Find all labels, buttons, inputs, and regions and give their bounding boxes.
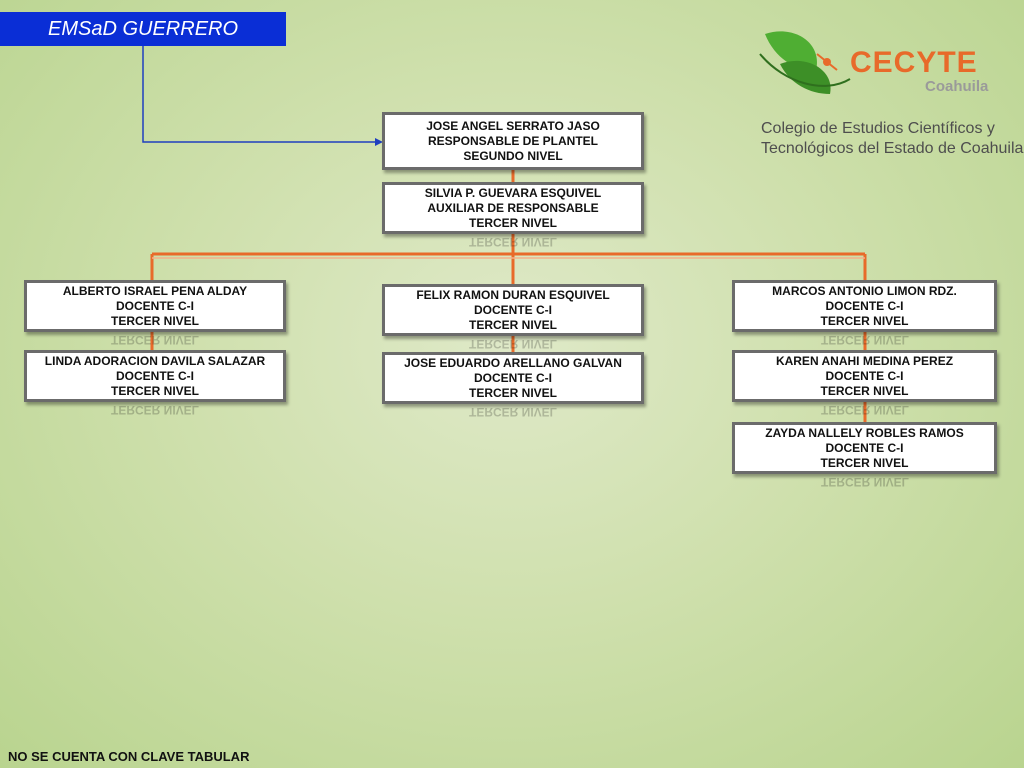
reflection-center-2: TERCER NIVEL bbox=[468, 405, 557, 419]
node-name: JOSE ANGEL SERRATO JASO bbox=[426, 118, 600, 133]
node-level: SEGUNDO NIVEL bbox=[463, 148, 563, 163]
node-level: TERCER NIVEL bbox=[468, 215, 557, 230]
node-level: TERCER NIVEL bbox=[820, 383, 909, 398]
reflection-left-2: TERCER NIVEL bbox=[110, 403, 199, 417]
node-role: DOCENTE C-I bbox=[825, 440, 904, 455]
node-role: DOCENTE C-I bbox=[116, 368, 194, 383]
node-level: TERCER NIVEL bbox=[110, 383, 199, 398]
title-text: EMSaD GUERRERO bbox=[48, 18, 239, 40]
logo-state: Coahuila bbox=[925, 78, 989, 95]
node-name: KAREN ANAHI MEDINA PEREZ bbox=[775, 353, 954, 368]
node-right-1: MARCOS ANTONIO LIMON RDZ. DOCENTE C-I TE… bbox=[732, 280, 997, 332]
node-left-2: LINDA ADORACION DAVILA SALAZAR DOCENTE C… bbox=[24, 350, 286, 402]
node-name: LINDA ADORACION DAVILA SALAZAR bbox=[44, 353, 266, 368]
reflection-right-1: TERCER NIVEL bbox=[820, 333, 909, 347]
node-name: JOSE EDUARDO ARELLANO GALVAN bbox=[404, 355, 622, 370]
node-level: TERCER NIVEL bbox=[110, 313, 199, 328]
node-role: DOCENTE C-I bbox=[825, 298, 904, 313]
logo-institution-line1: Colegio de Estudios Científicos y bbox=[761, 120, 995, 137]
node-level: TERCER NIVEL bbox=[468, 385, 557, 400]
node-level: TERCER NIVEL bbox=[820, 455, 909, 470]
node-name: ZAYDA NALLELY ROBLES RAMOS bbox=[765, 425, 964, 440]
node-responsable: JOSE ANGEL SERRATO JASO RESPONSABLE DE P… bbox=[382, 112, 644, 170]
node-level: TERCER NIVEL bbox=[820, 313, 909, 328]
leaf-logo-icon bbox=[759, 31, 851, 94]
title-connector bbox=[142, 46, 378, 143]
node-role: DOCENTE C-I bbox=[474, 302, 552, 317]
reflection-center-1: TERCER NIVEL bbox=[468, 337, 557, 351]
logo-institution-line2: Tecnológicos del Estado de Coahuila bbox=[761, 140, 1024, 157]
title-bar: EMSaD GUERRERO bbox=[0, 12, 286, 46]
node-role: DOCENTE C-I bbox=[116, 298, 194, 313]
node-role: DOCENTE C-I bbox=[474, 370, 552, 385]
node-right-2: KAREN ANAHI MEDINA PEREZ DOCENTE C-I TER… bbox=[732, 350, 997, 402]
node-name: FELIX RAMON DURAN ESQUIVEL bbox=[416, 287, 610, 302]
reflection-auxiliar: TERCER NIVEL bbox=[468, 235, 557, 249]
node-center-2: JOSE EDUARDO ARELLANO GALVAN DOCENTE C-I… bbox=[382, 352, 644, 404]
reflection-left-1: TERCER NIVEL bbox=[110, 333, 199, 347]
node-right-3: ZAYDA NALLELY ROBLES RAMOS DOCENTE C-I T… bbox=[732, 422, 997, 474]
reflection-right-2: TERCER NIVEL bbox=[820, 403, 909, 417]
cecyte-logo: CECYTE Coahuila Colegio de Estudios Cien… bbox=[755, 24, 1023, 164]
node-role: AUXILIAR DE RESPONSABLE bbox=[427, 200, 599, 215]
node-name: ALBERTO ISRAEL PENA ALDAY bbox=[62, 283, 248, 298]
node-center-1: FELIX RAMON DURAN ESQUIVEL DOCENTE C-I T… bbox=[382, 284, 644, 336]
node-name: MARCOS ANTONIO LIMON RDZ. bbox=[772, 283, 957, 298]
node-name: SILVIA P. GUEVARA ESQUIVEL bbox=[424, 185, 602, 200]
footer-note: NO SE CUENTA CON CLAVE TABULAR bbox=[8, 749, 250, 764]
reflection-right-3: TERCER NIVEL bbox=[820, 475, 909, 489]
node-level: TERCER NIVEL bbox=[468, 317, 557, 332]
node-auxiliar: SILVIA P. GUEVARA ESQUIVEL AUXILIAR DE R… bbox=[382, 182, 644, 234]
node-left-1: ALBERTO ISRAEL PENA ALDAY DOCENTE C-I TE… bbox=[24, 280, 286, 332]
node-role: RESPONSABLE DE PLANTEL bbox=[427, 133, 598, 148]
logo-brand: CECYTE bbox=[850, 46, 978, 79]
node-role: DOCENTE C-I bbox=[825, 368, 904, 383]
